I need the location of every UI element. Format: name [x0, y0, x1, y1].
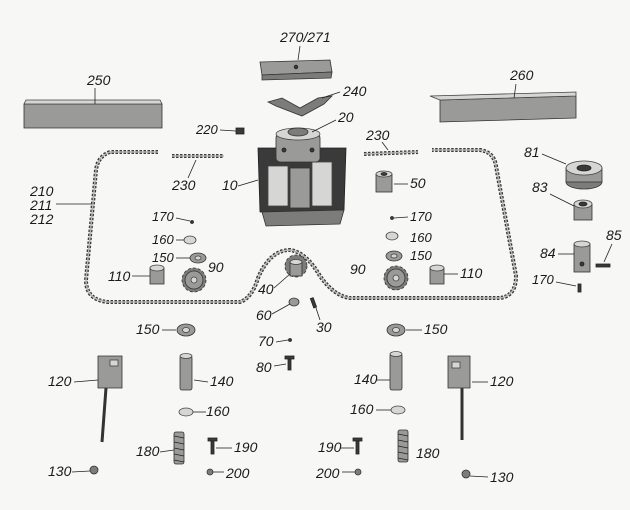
label-150-lower-right: 150 — [424, 321, 448, 337]
label-130-right: 130 — [490, 469, 514, 485]
label-160-lower-right: 160 — [350, 401, 374, 417]
part-160-lower-right — [390, 405, 406, 415]
label-50: 50 — [410, 175, 426, 191]
label-270-271: 270/271 — [279, 29, 331, 45]
label-160-right: 160 — [410, 230, 432, 245]
label-110-left: 110 — [108, 268, 131, 284]
label-150-lower-left: 150 — [136, 321, 160, 337]
label-170-pin: 170 — [532, 272, 554, 287]
part-30-key — [309, 297, 318, 309]
label-230-right: 230 — [365, 127, 390, 143]
part-250-plate — [23, 99, 163, 129]
part-40-sprocket — [284, 254, 308, 278]
label-180-right: 180 — [416, 445, 440, 461]
label-220: 220 — [195, 122, 218, 137]
label-120-left: 120 — [48, 373, 72, 389]
part-50 — [375, 170, 393, 193]
label-84: 84 — [540, 245, 556, 261]
part-120-bracket-left — [97, 355, 123, 443]
label-10: 10 — [222, 177, 238, 193]
part-240-bracket — [266, 95, 334, 117]
part-110-right — [429, 264, 445, 285]
part-170-pin — [577, 283, 582, 293]
label-80: 80 — [256, 359, 272, 375]
part-130-nut-left — [89, 465, 99, 475]
label-230-left: 230 — [171, 177, 196, 193]
part-130-nut-right — [461, 469, 471, 479]
label-85: 85 — [606, 227, 622, 243]
part-230-chain-right — [363, 150, 419, 156]
part-270-271-bar — [259, 59, 333, 81]
label-160-left: 160 — [152, 232, 174, 247]
label-190-right: 190 — [318, 439, 342, 455]
part-90-sprocket-left — [181, 267, 207, 293]
label-83: 83 — [532, 179, 548, 195]
part-260-plate — [429, 91, 577, 123]
part-180-spring-left — [173, 431, 185, 465]
label-212: 212 — [29, 211, 54, 227]
label-90-left: 90 — [208, 259, 224, 275]
label-140-right: 140 — [354, 371, 378, 387]
label-200-left: 200 — [225, 465, 250, 481]
label-211: 211 — [29, 197, 52, 213]
part-85-pin — [595, 263, 611, 268]
part-150-washer-left — [189, 252, 207, 264]
part-81-pulley — [565, 160, 603, 190]
label-150-right: 150 — [410, 248, 432, 263]
part-150-washer-right — [385, 250, 403, 262]
label-81: 81 — [524, 144, 540, 160]
label-20: 20 — [337, 109, 354, 125]
label-180-left: 180 — [136, 443, 160, 459]
part-140-pin-left — [179, 353, 193, 391]
part-210-chain-loop — [83, 148, 519, 304]
part-190-bolt-left — [207, 437, 218, 455]
label-90-right: 90 — [350, 261, 366, 277]
part-110-left — [149, 264, 165, 285]
part-180-spring-right — [397, 429, 409, 463]
part-160-lower-left — [178, 407, 194, 417]
label-120-right: 120 — [490, 373, 514, 389]
label-70: 70 — [258, 333, 274, 349]
label-110-right: 110 — [460, 265, 483, 281]
label-170-left: 170 — [152, 209, 174, 224]
label-60: 60 — [256, 307, 272, 323]
part-150-washer-lower-left — [176, 323, 196, 337]
part-70-pin — [288, 338, 292, 342]
part-160-left — [183, 235, 197, 245]
label-260: 260 — [509, 67, 534, 83]
part-170-right — [390, 216, 394, 220]
part-120-bracket-right — [447, 355, 471, 440]
label-40: 40 — [258, 281, 274, 297]
part-200-nut-left — [206, 468, 214, 476]
label-130-left: 130 — [48, 463, 72, 479]
part-150-washer-lower-right — [386, 323, 406, 337]
label-250: 250 — [86, 72, 111, 88]
label-140-left: 140 — [210, 373, 234, 389]
part-84-shaft — [573, 240, 591, 273]
part-160-right — [385, 231, 399, 241]
part-190-bolt-right — [352, 437, 363, 455]
part-20-motor — [275, 127, 321, 163]
label-170-right: 170 — [410, 209, 432, 224]
part-140-pin-right — [389, 351, 403, 391]
label-210: 210 — [29, 183, 54, 199]
part-83-bushing — [573, 199, 593, 221]
part-10-gearbox-base — [257, 147, 347, 227]
part-60-washer — [288, 297, 300, 307]
label-150-left: 150 — [152, 250, 174, 265]
part-90-sprocket-right — [383, 265, 409, 291]
label-240: 240 — [342, 83, 367, 99]
label-160-lower-left: 160 — [206, 403, 230, 419]
label-200-right: 200 — [315, 465, 340, 481]
part-80-screw — [284, 355, 295, 371]
label-190-left: 190 — [234, 439, 258, 455]
part-200-nut-right — [354, 468, 362, 476]
part-170-left — [190, 220, 194, 224]
part-220 — [235, 127, 245, 135]
label-30: 30 — [316, 319, 332, 335]
